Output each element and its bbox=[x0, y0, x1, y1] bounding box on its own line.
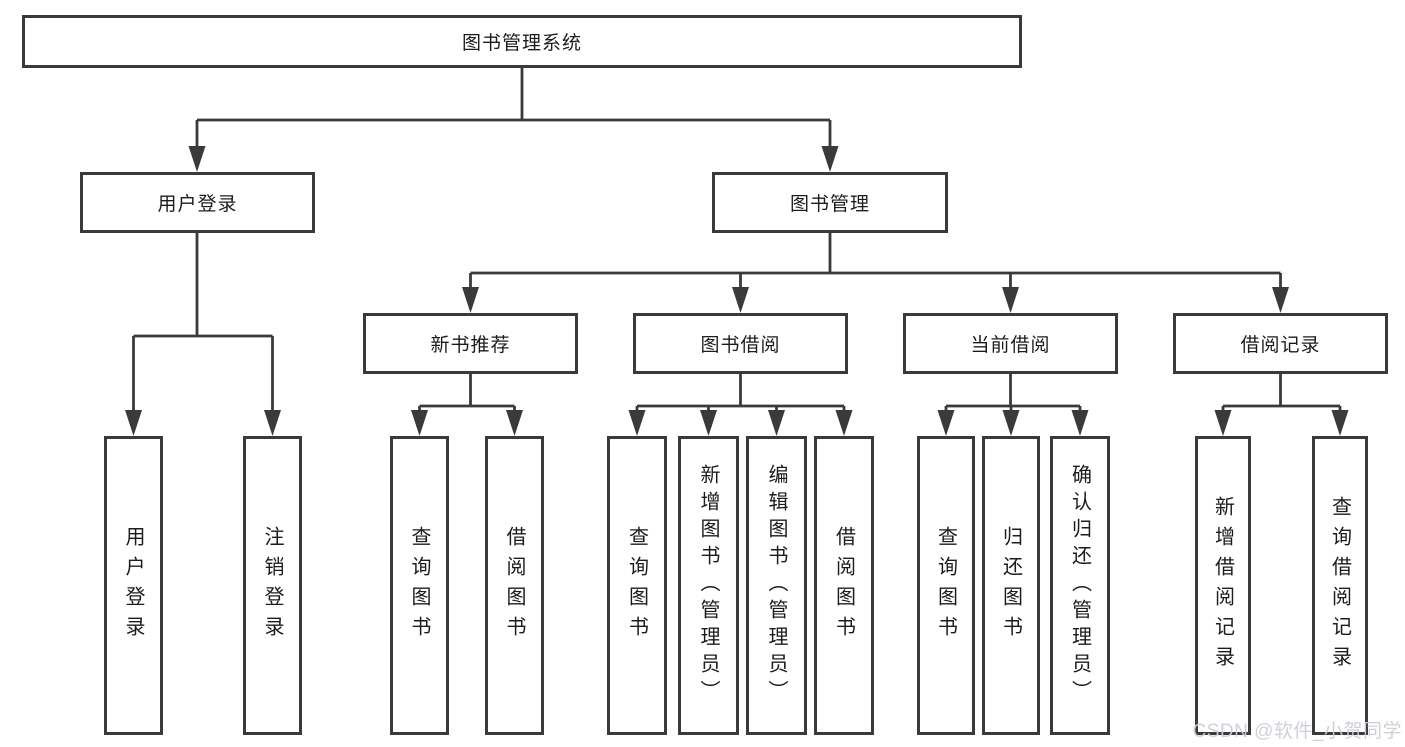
leaf-current-return-books: 归还图书 bbox=[982, 436, 1040, 735]
leaf-current-query-books: 查询图书 bbox=[917, 436, 975, 735]
node-current-borrow: 当前借阅 bbox=[903, 313, 1118, 374]
leaf-borrow-query-books: 查询图书 bbox=[607, 436, 667, 735]
watermark: CSDN @软件_小贺同学 bbox=[1192, 721, 1402, 742]
node-book-management: 图书管理 bbox=[712, 172, 948, 233]
leaf-newbook-borrow-books: 借阅图书 bbox=[485, 436, 544, 735]
leaf-newbook-query-books: 查询图书 bbox=[390, 436, 449, 735]
node-root: 图书管理系统 bbox=[22, 15, 1022, 68]
leaf-current-confirm-return-admin: 确认归还（管理员） bbox=[1050, 436, 1110, 735]
node-user-login: 用户登录 bbox=[80, 172, 315, 233]
leaf-borrow-borrow-books: 借阅图书 bbox=[814, 436, 874, 735]
node-book-borrow: 图书借阅 bbox=[633, 313, 848, 374]
node-borrow-records: 借阅记录 bbox=[1173, 313, 1388, 374]
leaf-records-add-record: 新增借阅记录 bbox=[1195, 436, 1251, 735]
leaf-borrow-add-books-admin: 新增图书（管理员） bbox=[678, 436, 739, 735]
leaf-user-login: 用户登录 bbox=[104, 436, 163, 735]
leaf-borrow-edit-books-admin: 编辑图书（管理员） bbox=[746, 436, 807, 735]
node-new-book-recommend: 新书推荐 bbox=[363, 313, 578, 374]
leaf-records-query-record: 查询借阅记录 bbox=[1312, 436, 1368, 735]
leaf-logout: 注销登录 bbox=[243, 436, 302, 735]
